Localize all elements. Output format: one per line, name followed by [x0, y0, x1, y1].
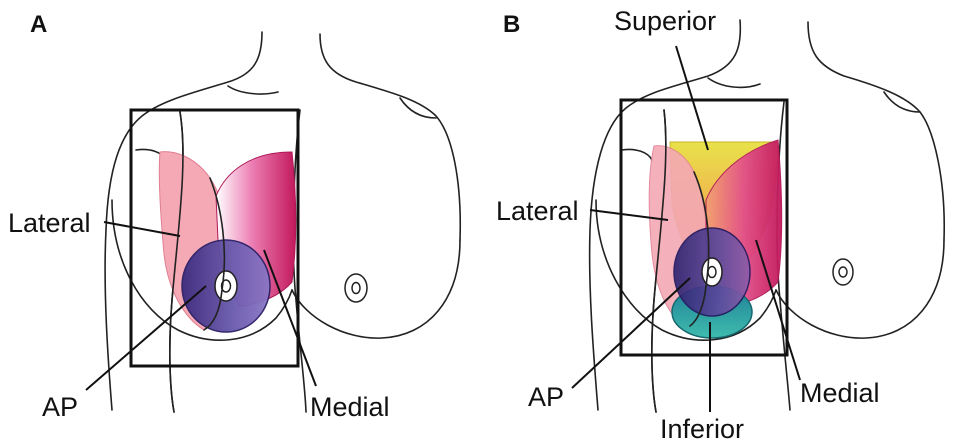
- panel-a-ap-label: AP: [42, 392, 78, 422]
- panel-b-medial-label: Medial: [800, 378, 880, 408]
- panel-b-inferior-label: Inferior: [660, 414, 744, 443]
- panel-b-nipple: [702, 258, 722, 286]
- panel-b: B: [496, 6, 944, 443]
- panel-b-lateral-label: Lateral: [496, 196, 579, 226]
- panel-a-lateral-label: Lateral: [8, 208, 91, 238]
- panel-a-ap-leader: [86, 286, 206, 390]
- panel-b-superior-leader: [676, 46, 708, 150]
- panel-a-medial-label: Medial: [310, 392, 390, 422]
- panel-b-ap-label: AP: [528, 382, 564, 412]
- panel-a: A: [8, 11, 460, 422]
- panel-a-nipple: [215, 271, 237, 301]
- panel-b-superior-label: Superior: [614, 6, 716, 36]
- panel-a-letter: A: [30, 11, 47, 38]
- panel-a-contralateral-nipple: [345, 274, 367, 302]
- panel-b-letter: B: [503, 11, 520, 38]
- panel-b-contralateral-nipple: [833, 259, 853, 285]
